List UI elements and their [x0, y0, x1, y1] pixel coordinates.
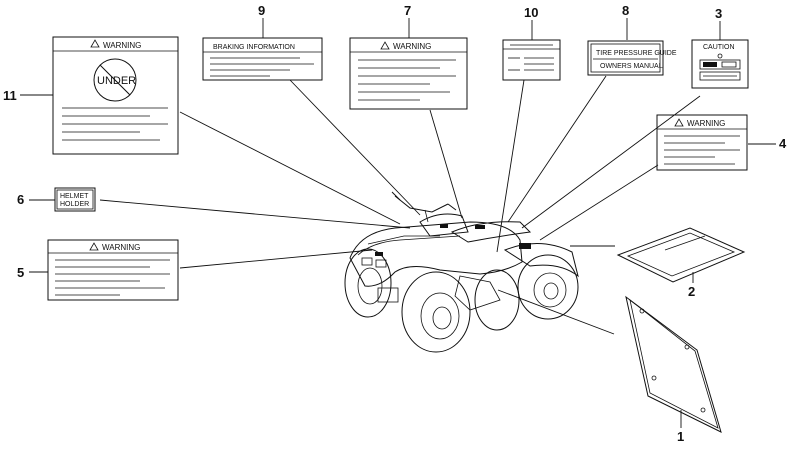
item-2-frame-plate: [616, 227, 746, 283]
callout-5: 5: [17, 265, 24, 280]
label-11-heading: WARNING: [103, 41, 141, 50]
label-6-line2: HOLDER: [60, 201, 89, 208]
callout-4: 4: [779, 136, 787, 151]
label-10-plate: [502, 39, 561, 81]
leader-lines: [99, 75, 701, 335]
callout-11: 11: [3, 88, 17, 103]
label-8-tire-pressure: TIRE PRESSURE GUIDE OWNERS MANUAL: [587, 40, 677, 76]
callout-8: 8: [622, 3, 629, 18]
item-1-panel: [625, 295, 722, 433]
label-8-line1: TIRE PRESSURE GUIDE: [596, 50, 677, 57]
prohibition-icon: [93, 58, 137, 102]
leader-9: [289, 79, 421, 216]
label-9-braking-information: BRAKING INFORMATION: [202, 37, 323, 81]
label-5-warning: WARNING: [47, 239, 179, 301]
warning-triangle-icon: [90, 39, 100, 48]
label-7-heading: WARNING: [393, 42, 431, 51]
label-11-warning-under: WARNING UNDER: [52, 36, 179, 155]
label-4-heading: WARNING: [687, 119, 725, 128]
callout-2: 2: [688, 284, 695, 299]
leader-1: [497, 289, 615, 335]
leader-8: [507, 75, 607, 223]
caution-pictogram-icon: [703, 62, 717, 67]
leader-11: [179, 111, 401, 225]
label-5-heading: WARNING: [102, 243, 140, 252]
warning-triangle-icon: [674, 118, 684, 127]
label-8-line2: OWNERS MANUAL: [600, 63, 663, 70]
atv-illustration: [344, 191, 579, 353]
label-4-warning: WARNING: [656, 114, 748, 171]
leader-7: [429, 109, 463, 219]
leader-10: [496, 79, 525, 253]
label-6-helmet-holder: HELMET HOLDER: [54, 187, 96, 212]
warning-triangle-icon: [89, 242, 99, 251]
leader-5: [179, 249, 373, 269]
callout-6: 6: [17, 192, 24, 207]
leader-4: [539, 164, 659, 241]
label-3-heading: CAUTION: [703, 44, 735, 51]
callout-1: 1: [677, 429, 684, 444]
warning-triangle-icon: [380, 41, 390, 50]
callout-numbers: 11 9 7 10 8 3 4 6 5 2 1: [3, 3, 787, 444]
callout-10: 10: [524, 5, 538, 20]
leader-3: [521, 95, 701, 229]
label-3-caution: CAUTION: [691, 39, 749, 89]
label-location-mark: [519, 243, 531, 249]
callout-9: 9: [258, 3, 265, 18]
label-11-under-text: UNDER: [97, 75, 136, 87]
label-9-heading: BRAKING INFORMATION: [213, 44, 295, 51]
label-6-line1: HELMET: [60, 193, 89, 200]
callout-7: 7: [404, 3, 411, 18]
leader-6: [99, 199, 411, 229]
callout-3: 3: [715, 6, 722, 21]
label-7-warning: WARNING: [349, 37, 468, 110]
